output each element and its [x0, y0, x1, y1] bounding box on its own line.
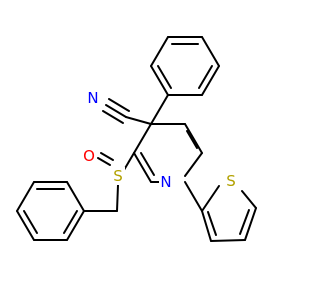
nitrile-group — [102, 98, 152, 125]
bond — [210, 239, 246, 242]
thiophene-group — [184, 181, 257, 242]
bond — [207, 211, 217, 236]
bond — [157, 65, 172, 89]
atom-sulfinyl-oxygen: O — [83, 147, 95, 165]
atom-background — [82, 147, 97, 165]
bond — [133, 152, 152, 183]
bond — [108, 98, 130, 112]
bond — [105, 104, 127, 118]
bond — [201, 36, 220, 67]
atom-nitrile-nitrogen: N — [87, 89, 98, 107]
bond — [239, 209, 250, 235]
bond — [23, 210, 38, 234]
bond — [244, 207, 257, 241]
bond — [116, 184, 119, 212]
atom-background — [110, 167, 125, 185]
bond — [97, 157, 111, 166]
phenyl-ring-top — [150, 36, 220, 96]
bond — [241, 190, 257, 209]
pyridine-ring — [133, 123, 203, 183]
bond — [150, 94, 169, 125]
bond — [16, 210, 35, 241]
atom-sulfinyl-sulfur: S — [113, 167, 123, 185]
bond — [16, 181, 35, 212]
bond — [140, 152, 155, 176]
bond — [133, 123, 152, 154]
bond — [66, 181, 85, 212]
bond — [102, 110, 124, 124]
bond — [184, 152, 203, 177]
bond — [184, 181, 203, 212]
bond — [201, 65, 220, 96]
bond — [198, 65, 213, 89]
molecule-structure: N O S N S — [16, 36, 257, 242]
atom-pyridine-nitrogen: N — [160, 173, 171, 191]
atom-background — [86, 89, 101, 107]
bond — [100, 152, 114, 161]
bond — [63, 210, 78, 234]
bond — [201, 185, 220, 212]
bond — [184, 123, 203, 154]
bond — [123, 152, 135, 171]
bond — [201, 210, 212, 242]
bond — [186, 130, 198, 149]
bond — [150, 65, 169, 96]
atom-thiophene-sulfur: S — [226, 172, 236, 190]
atom-background — [159, 173, 174, 191]
atom-background — [224, 172, 239, 190]
bond — [150, 36, 169, 67]
benzyl-group — [16, 181, 118, 241]
bond — [66, 210, 85, 241]
sulfinyl-group — [97, 152, 135, 212]
bond — [125, 116, 152, 125]
